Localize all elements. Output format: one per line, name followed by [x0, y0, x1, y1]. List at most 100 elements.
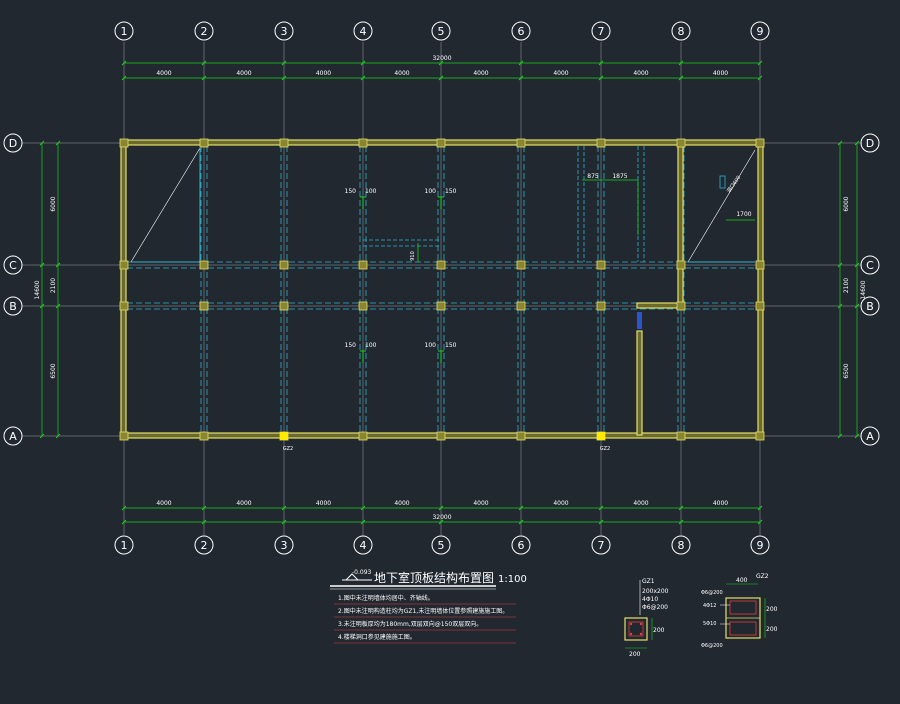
axis-label-C: C: [9, 259, 17, 272]
dim-tick: [854, 303, 860, 309]
dim-tick: [678, 519, 684, 525]
column-square: [755, 301, 765, 311]
axis-bubble: [353, 21, 373, 41]
column-square: [358, 301, 368, 311]
column-square: [755, 431, 765, 441]
beam-lines: [127, 146, 757, 433]
dim-bay: 4000: [473, 500, 488, 507]
dim-tick: [518, 505, 524, 511]
grid-lines: [22, 42, 862, 535]
column-square: [358, 138, 368, 148]
axis-bubble: [3, 133, 23, 153]
axis-bubble: [274, 21, 294, 41]
dim-tick: [837, 262, 843, 268]
column-square: [279, 301, 289, 311]
column-square: [119, 431, 129, 441]
column-square: [436, 431, 446, 441]
dim-tick: [678, 75, 684, 81]
dim-tick: [281, 505, 287, 511]
dim-bay: 4000: [633, 500, 648, 507]
axis-label-9: 9: [757, 25, 764, 38]
dim-tick: [55, 140, 61, 146]
drawing-scale: 1:100: [498, 574, 527, 585]
column-square: [436, 301, 446, 311]
beam-annotation: 100: [365, 342, 377, 349]
column-square: [119, 301, 129, 311]
dim-tick: [438, 505, 444, 511]
gz1-rebar: 4Φ10: [642, 596, 658, 603]
drawing-title: 地下室顶板结构布置图: [374, 570, 494, 585]
dim-tick: [201, 519, 207, 525]
column-square: [358, 431, 368, 441]
column-square: [119, 138, 129, 148]
dim-tick: [438, 60, 444, 66]
axis-label-5: 5: [438, 539, 445, 552]
column-square: [119, 260, 129, 270]
dim-tick: [837, 433, 843, 439]
gz1-dim-v: 200: [653, 627, 665, 634]
dim-tick: [518, 519, 524, 525]
dim-tick: [121, 60, 127, 66]
dim-tick: [55, 433, 61, 439]
beam-annotation: 100: [365, 188, 377, 195]
dim-tick: [757, 60, 763, 66]
axis-label-4: 4: [360, 539, 367, 552]
axis-bubble: [860, 255, 880, 275]
axis-bubble: [3, 255, 23, 275]
gz1-name: GZ1: [642, 578, 655, 585]
axis-bubble: [274, 535, 294, 555]
dim-tick: [39, 140, 45, 146]
dim-total-v: 14600: [34, 280, 41, 299]
axis-bubble: [860, 426, 880, 446]
dim-total: 32000: [432, 55, 451, 62]
gz1-section: [624, 617, 648, 641]
column-square: [199, 431, 209, 441]
axis-bubble: [114, 21, 134, 41]
dim-tick: [281, 60, 287, 66]
beam-annotation: 150: [445, 188, 457, 195]
detail-dim: 875: [587, 173, 599, 180]
dim-bay: 4000: [553, 70, 568, 77]
dim-tick: [518, 60, 524, 66]
axis-label-4: 4: [360, 25, 367, 38]
axis-label-1: 1: [121, 25, 128, 38]
column-gz2: [597, 432, 605, 440]
axis-label-5: 5: [438, 25, 445, 38]
column-square: [516, 431, 526, 441]
column-square: [199, 260, 209, 270]
dim-tick: [854, 433, 860, 439]
dim-bay: 4000: [316, 70, 331, 77]
dim-tick: [837, 140, 843, 146]
gz2-rebar-b: 5Φ10: [703, 621, 716, 627]
opening-diagonal: [687, 149, 756, 263]
gz2-detail: GZ2 400 Φ6@200 4Φ12 5Φ10 Φ6@200 200 200: [701, 573, 778, 649]
beam-annotation: 150: [345, 342, 357, 349]
axis-bubble: [114, 535, 134, 555]
axis-label-3: 3: [281, 25, 288, 38]
wall-segment: [636, 330, 643, 436]
vertical-annotation: 910: [410, 251, 416, 261]
axis-label-D: D: [9, 137, 17, 150]
dim-tick: [678, 60, 684, 66]
column-square: [516, 260, 526, 270]
note-line: 2.图中未注明构造柱均为GZ1,未注明墙体位置参照建施施工图。: [338, 607, 508, 615]
columns: [119, 138, 765, 441]
general-notes: 1.图中未注明墙体均居中、齐轴线。2.图中未注明构造柱均为GZ1,未注明墙体位置…: [334, 594, 516, 644]
note-line: 4.楼梯洞口参见建施施工图。: [338, 633, 416, 641]
beam-annotation: 150: [445, 342, 457, 349]
wall-segment: [757, 139, 764, 439]
column-square: [676, 301, 686, 311]
dim-tick: [201, 60, 207, 66]
walls: [120, 139, 764, 439]
dim-bay: 4000: [236, 70, 251, 77]
dim-tick: [598, 519, 604, 525]
dim-bay: 4000: [633, 70, 648, 77]
axis-bubble: [671, 21, 691, 41]
detail-dim: 1875: [612, 173, 627, 180]
axis-bubble: [750, 535, 770, 555]
column-square: [358, 260, 368, 270]
dim-seg-v: 6500: [50, 363, 57, 378]
